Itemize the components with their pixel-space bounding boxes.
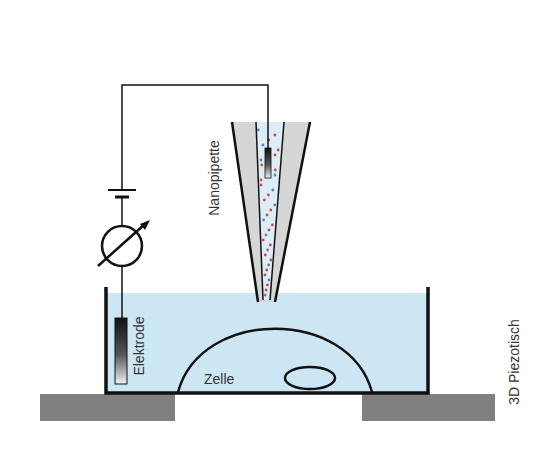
- ion-dot: [277, 149, 280, 152]
- ion-dot: [274, 134, 277, 137]
- ion-dot: [265, 269, 268, 272]
- cell-nucleus: [285, 367, 335, 389]
- ion-dot: [264, 254, 267, 257]
- ion-dot: [268, 279, 271, 282]
- cell-label: Zelle: [204, 372, 234, 386]
- ion-dot: [264, 274, 267, 277]
- ion-dot: [265, 289, 268, 292]
- ion-dot: [266, 249, 269, 252]
- ion-dot: [273, 204, 276, 207]
- ion-dot: [274, 169, 277, 172]
- ion-dot: [262, 239, 265, 242]
- ion-dot: [264, 294, 267, 297]
- wire: [122, 85, 268, 190]
- pipette-wall: [275, 122, 310, 302]
- pipette-label: Nanopipette: [207, 140, 221, 216]
- ion-dot: [257, 129, 260, 132]
- petri-dish: [106, 287, 428, 393]
- ion-dot: [260, 164, 263, 167]
- ion-dot: [271, 224, 274, 227]
- ion-dot: [267, 264, 270, 267]
- ion-dot: [266, 284, 269, 287]
- bath-electrode: [115, 318, 127, 384]
- ion-dot: [270, 259, 273, 262]
- pipette-wall: [256, 122, 263, 300]
- pipette-electrode: [265, 148, 271, 178]
- ion-dot: [262, 219, 265, 222]
- ion-dot: [266, 214, 269, 217]
- ion-dot: [260, 179, 263, 182]
- battery-symbol: [108, 189, 136, 191]
- ions: [257, 129, 280, 297]
- piezo-stage-right: [362, 394, 495, 421]
- ion-dot: [274, 154, 277, 157]
- ion-dot: [262, 144, 265, 147]
- ion-dot: [268, 229, 271, 232]
- pipette-wall: [270, 122, 284, 300]
- ion-dot: [265, 234, 268, 237]
- ion-dot: [267, 194, 270, 197]
- pipette-glass: [232, 122, 310, 302]
- ammeter-needle: [140, 220, 150, 230]
- stage-label: 3D Piezotisch: [507, 319, 521, 405]
- ion-dot: [260, 184, 263, 187]
- bath-solution: [106, 293, 428, 392]
- cell-membrane: [178, 329, 372, 392]
- ion-dot: [271, 189, 274, 192]
- ion-dot: [260, 159, 263, 162]
- electrode-label: Elektrode: [132, 316, 146, 375]
- ion-dot: [274, 174, 277, 177]
- ion-dot: [263, 199, 266, 202]
- ion-dot: [269, 209, 272, 212]
- piezo-stage-left: [40, 394, 175, 421]
- ion-dot: [269, 244, 272, 247]
- ammeter-needle: [98, 224, 145, 266]
- cell: Zelle: [178, 326, 372, 392]
- pipette-wall: [232, 122, 258, 302]
